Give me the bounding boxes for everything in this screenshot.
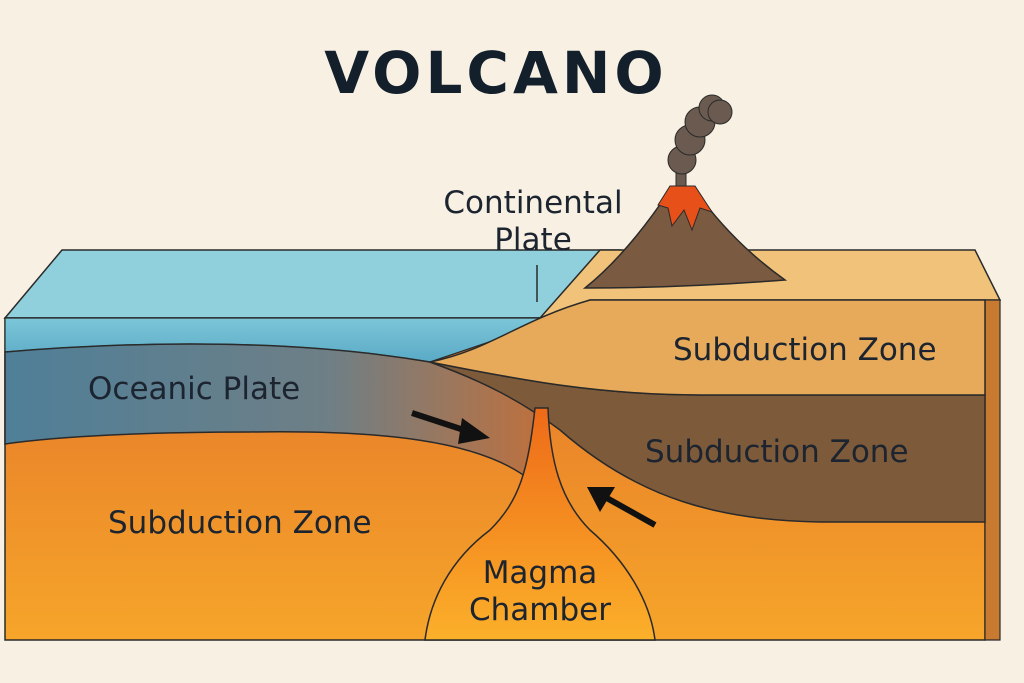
arrow-left-icon (587, 487, 657, 528)
subduction-zone-upper-label: Subduction Zone (673, 332, 937, 368)
arrow-right-icon (411, 410, 490, 444)
continental-crust (429, 299, 986, 396)
continental-plate-label-2: Plate (494, 222, 572, 258)
smoke-plume (667, 94, 733, 187)
subduction-zone-middle-label: Subduction Zone (645, 434, 909, 470)
magma-chamber-label: Magma (483, 555, 598, 591)
block-side (984, 299, 1001, 641)
subduction-zone-left-label: Subduction Zone (108, 505, 372, 541)
magma-chamber-label-2: Chamber (469, 592, 611, 628)
ocean-surface (3, 249, 622, 319)
oceanic-plate-label: Oceanic Plate (88, 371, 300, 407)
continental-plate-label: Continental (443, 185, 622, 221)
volcano-cone (582, 189, 788, 289)
magma-chamber (424, 407, 656, 641)
diagram-title: VOLCANO (324, 39, 667, 107)
